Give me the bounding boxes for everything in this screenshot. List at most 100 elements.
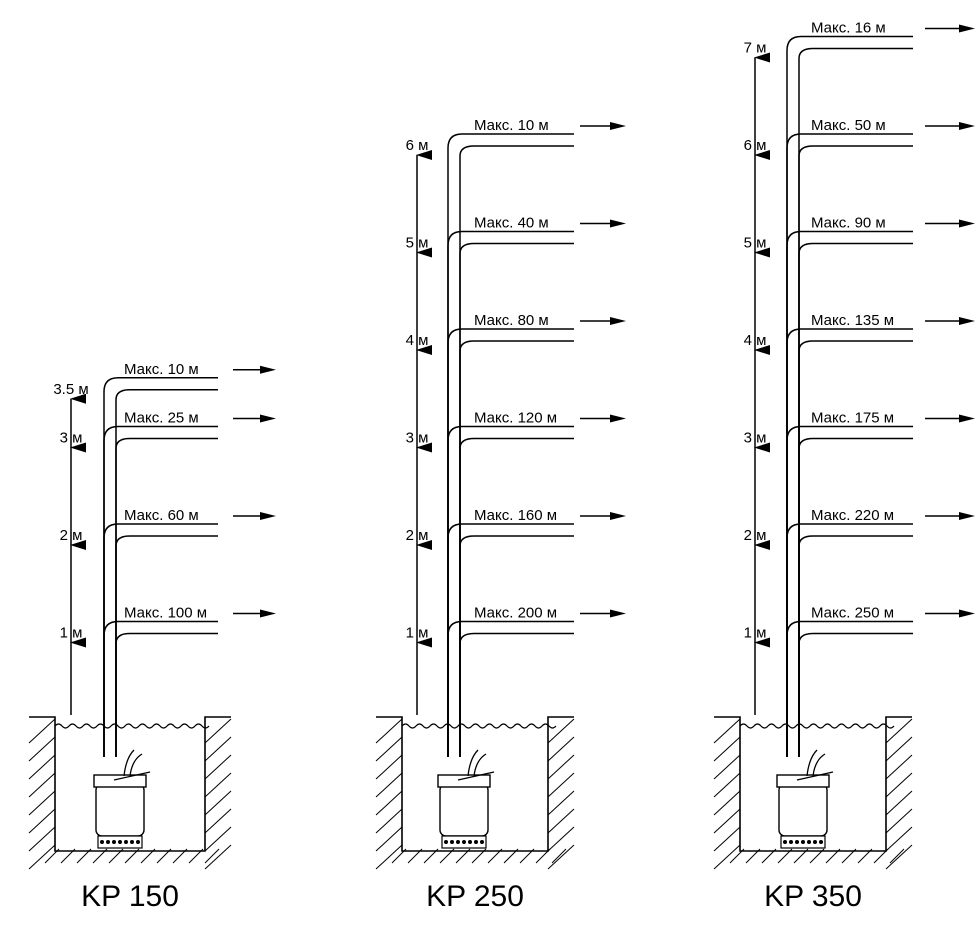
flow-arrowhead — [959, 317, 975, 325]
discharge-pipes — [103, 377, 218, 757]
pipe-outlet — [447, 230, 574, 757]
pipe-outlet-inner — [798, 47, 913, 757]
outlet-label: Макс. 220 м — [811, 507, 894, 524]
pump-cable — [123, 749, 143, 777]
flow-arrowhead — [610, 512, 626, 520]
pump — [437, 749, 495, 849]
pump-body — [778, 783, 828, 837]
pipe-outlet-inner — [459, 145, 574, 757]
outlet-label: Макс. 160 м — [474, 507, 557, 524]
pipe-outlet-inner — [798, 145, 913, 757]
flow-arrowhead — [959, 609, 975, 618]
water-surface — [401, 723, 557, 729]
pipe-outlet — [103, 425, 218, 757]
pipe-outlet — [786, 35, 913, 757]
pit-hatching — [375, 718, 575, 870]
pipe-outlet-inner — [115, 535, 218, 757]
pit-hatching — [713, 718, 913, 870]
pipe-outlet-inner — [459, 632, 574, 757]
pipe-outlet-inner — [115, 389, 218, 757]
outlet-label: Макс. 100 м — [124, 605, 207, 622]
flow-arrowhead — [959, 219, 975, 228]
pipe-outlet — [447, 328, 574, 757]
pipe-outlet — [786, 523, 913, 757]
pump-handle — [113, 771, 151, 781]
pump — [776, 749, 834, 849]
pit-outline — [376, 716, 574, 852]
outlet-label: Макс. 10 м — [474, 117, 549, 134]
flow-arrowhead — [610, 609, 626, 618]
model-title: KP 250 — [426, 880, 524, 913]
model-title: KP 350 — [764, 880, 862, 913]
pit — [713, 716, 913, 870]
flow-arrowhead — [610, 414, 626, 423]
pipe-outlet — [786, 620, 913, 757]
flow-arrowhead — [610, 317, 626, 325]
pipe-outlet — [786, 425, 913, 757]
pipe-outlet-inner — [798, 632, 913, 757]
flow-arrowhead — [260, 365, 276, 374]
pipe-outlet-inner — [115, 632, 218, 757]
pipe-outlet-inner — [459, 340, 574, 757]
outlet-label: Макс. 135 м — [811, 312, 894, 329]
pump — [93, 749, 151, 849]
pipe-outlet — [103, 523, 218, 757]
pipe-outlet — [786, 230, 913, 757]
height-label: 7 м — [744, 40, 767, 57]
pipe-outlet — [447, 133, 574, 757]
flow-arrowhead — [610, 122, 626, 130]
outlet-label: Макс. 250 м — [811, 605, 894, 622]
outlet-label: Макс. 40 м — [474, 215, 549, 232]
outlet-label: Макс. 90 м — [811, 215, 886, 232]
outlet-label: Макс. 16 м — [811, 20, 886, 37]
unit-kp-150: 1 м2 м3 м3.5 м Макс. 100 м Макс. 60 м Макс.… — [28, 361, 276, 913]
height-label: 6 м — [406, 137, 429, 154]
pit — [375, 716, 575, 870]
outlet-label: Макс. 120 м — [474, 410, 557, 427]
pit-outline — [29, 716, 231, 852]
model-title: KP 150 — [81, 880, 179, 913]
pit-hatching — [28, 718, 232, 870]
pipe-outlet — [103, 620, 218, 757]
pipe-outlet-inner — [798, 340, 913, 757]
pump-top — [776, 774, 830, 788]
flow-arrowhead — [959, 122, 975, 130]
height-axis: 1 м2 м3 м4 м5 м6 м7 м — [744, 40, 770, 715]
flow-arrowhead — [959, 414, 975, 423]
pipe-outlet — [447, 425, 574, 757]
outlet-label: Макс. 200 м — [474, 605, 557, 622]
height-axis: 1 м2 м3 м3.5 м — [53, 381, 89, 715]
water-surface — [54, 723, 210, 729]
outlet-label: Макс. 175 м — [811, 410, 894, 427]
outlet-label: Макс. 50 м — [811, 117, 886, 134]
pump-cable — [806, 749, 826, 777]
pipe-outlet-inner — [798, 437, 913, 757]
height-label: 3.5 м — [53, 381, 88, 398]
unit-kp-250: 1 м2 м3 м4 м5 м6 м Макс. 200 м Макс. 160 м… — [375, 117, 626, 913]
flow-arrowhead — [610, 219, 626, 228]
flow-arrowhead — [260, 609, 276, 618]
flow-arrowhead — [959, 24, 975, 33]
outlet-label: Макс. 80 м — [474, 312, 549, 329]
pipe-outlet-inner — [459, 437, 574, 757]
pipe-outlet — [103, 377, 218, 757]
pump-body — [95, 783, 145, 837]
water-surface — [739, 723, 895, 729]
pit — [28, 716, 232, 870]
pipe-outlet — [786, 328, 913, 757]
height-axis: 1 м2 м3 м4 м5 м6 м — [406, 137, 432, 715]
pump-body — [439, 783, 489, 837]
flow-arrowhead — [260, 512, 276, 520]
pump-cable — [467, 749, 487, 777]
outlet-label: Макс. 10 м — [124, 361, 199, 378]
pump-handle — [457, 771, 495, 781]
outlet-label: Макс. 60 м — [124, 507, 199, 524]
unit-kp-350: 1 м2 м3 м4 м5 м6 м7 м Макс. 250 м Макс. 22… — [713, 20, 975, 913]
pump-top — [437, 774, 491, 788]
pipe-outlet — [447, 523, 574, 757]
flow-arrowhead — [959, 512, 975, 520]
pipe-outlet-inner — [115, 437, 218, 757]
pump-top — [93, 774, 147, 788]
